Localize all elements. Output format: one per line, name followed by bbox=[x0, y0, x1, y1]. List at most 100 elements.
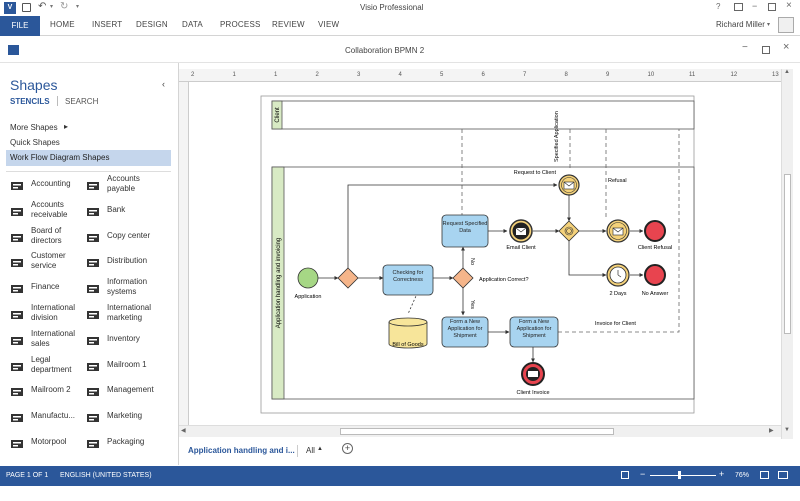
tab-design[interactable]: DESIGN bbox=[136, 20, 168, 29]
tab-home[interactable]: HOME bbox=[50, 20, 75, 29]
tab-process[interactable]: PROCESS bbox=[220, 20, 261, 29]
international-sales-icon[interactable] bbox=[10, 334, 26, 348]
tab-view[interactable]: VIEW bbox=[318, 20, 340, 29]
save-icon[interactable] bbox=[22, 3, 31, 12]
more-shapes-arrow-icon[interactable]: ▸ bbox=[64, 122, 69, 131]
add-page-icon[interactable]: + bbox=[342, 443, 353, 454]
stencil-item-label[interactable]: Packaging bbox=[107, 437, 145, 446]
undo-dropdown-icon[interactable]: ▾ bbox=[50, 4, 54, 10]
vertical-scrollbar[interactable]: ▲ ▼ bbox=[781, 69, 793, 439]
stencil-item-label[interactable]: International marketing bbox=[107, 303, 152, 322]
tab-search[interactable]: SEARCH bbox=[65, 97, 99, 106]
stencil-item-label[interactable]: Accounts payable bbox=[107, 174, 140, 193]
zoom-out-icon[interactable]: − bbox=[640, 469, 646, 479]
management-icon[interactable] bbox=[86, 385, 102, 399]
doc-restore-icon[interactable] bbox=[762, 46, 770, 54]
board-of-directors-icon[interactable] bbox=[10, 231, 26, 245]
selected-stencil[interactable]: Work Flow Diagram Shapes bbox=[6, 150, 171, 166]
scroll-right-icon[interactable]: ▶ bbox=[769, 428, 774, 434]
stencil-item-label[interactable]: Information systems bbox=[107, 277, 148, 297]
scroll-left-icon[interactable]: ◀ bbox=[181, 428, 186, 434]
zoom-in-icon[interactable]: + bbox=[719, 469, 725, 479]
user-dropdown-icon[interactable]: ▾ bbox=[767, 22, 771, 28]
inventory-icon[interactable] bbox=[86, 334, 102, 348]
manufacturing-icon[interactable] bbox=[10, 411, 26, 425]
stencil-item-label[interactable]: Bank bbox=[107, 204, 126, 214]
accounting-icon[interactable] bbox=[10, 179, 26, 193]
customer-service-icon[interactable] bbox=[10, 256, 26, 270]
more-shapes-link[interactable]: More Shapes bbox=[10, 123, 58, 132]
stencil-item-label[interactable]: Inventory bbox=[107, 333, 140, 343]
fit-page-icon[interactable] bbox=[621, 471, 629, 479]
horizontal-scroll-thumb[interactable] bbox=[340, 428, 614, 435]
stencil-item-label[interactable]: Distribution bbox=[107, 256, 148, 266]
horizontal-scrollbar[interactable]: ◀ ▶ bbox=[179, 425, 781, 437]
accounts-payable-icon[interactable] bbox=[86, 179, 102, 193]
close-icon[interactable]: × bbox=[786, 0, 792, 11]
tab-review[interactable]: REVIEW bbox=[272, 20, 305, 29]
stencil-item-label[interactable]: Legal department bbox=[31, 354, 72, 374]
all-pages-tab[interactable]: All bbox=[306, 446, 315, 455]
collapse-panel-icon[interactable]: ‹ bbox=[162, 79, 165, 89]
stencil-item-label[interactable]: Accounting bbox=[31, 179, 71, 188]
stencil-item-label[interactable]: International division bbox=[31, 303, 76, 322]
zoom-slider-track[interactable] bbox=[650, 475, 716, 476]
tab-stencils[interactable]: STENCILS bbox=[10, 97, 50, 106]
scroll-up-icon[interactable]: ▲ bbox=[784, 69, 790, 75]
tab-file[interactable]: FILE bbox=[0, 16, 40, 36]
undo-icon[interactable]: ↶ bbox=[38, 1, 47, 12]
stencil-item-label[interactable]: Mailroom 1 bbox=[107, 359, 147, 369]
stencil-item-label[interactable]: Customer service bbox=[31, 251, 66, 271]
distribution-icon[interactable] bbox=[86, 256, 102, 270]
switch-windows-icon[interactable] bbox=[778, 471, 788, 479]
international-marketing-icon[interactable] bbox=[86, 308, 102, 322]
marketing-icon[interactable] bbox=[86, 411, 102, 425]
scroll-down-icon[interactable]: ▼ bbox=[784, 427, 790, 433]
copy-center-icon[interactable] bbox=[86, 231, 102, 245]
task-form-new-application-1 bbox=[441, 316, 489, 348]
page-tab-application[interactable]: Application handling and i... bbox=[188, 446, 295, 455]
zoom-level[interactable]: 76% bbox=[735, 472, 750, 479]
stencil-item-label[interactable]: Manufactu... bbox=[31, 411, 76, 421]
information-systems-icon[interactable] bbox=[86, 282, 102, 296]
finance-icon[interactable] bbox=[10, 282, 26, 296]
stencil-item-label[interactable]: Mailroom 2 bbox=[31, 385, 71, 395]
doc-close-icon[interactable]: × bbox=[783, 41, 790, 53]
mailroom-1-icon[interactable] bbox=[86, 360, 102, 374]
legal-department-icon[interactable] bbox=[10, 360, 26, 374]
stencil-item-label[interactable]: International sales bbox=[31, 328, 76, 348]
stencil-item-label[interactable]: Marketing bbox=[107, 411, 143, 421]
mailroom-2-icon[interactable] bbox=[10, 385, 26, 399]
quick-shapes-link[interactable]: Quick Shapes bbox=[10, 138, 60, 147]
status-language[interactable]: ENGLISH (UNITED STATES) bbox=[60, 472, 152, 479]
drawing-canvas[interactable]: Client Application handling and invoicin… bbox=[190, 82, 780, 425]
stencil-item-label[interactable]: Motorpool bbox=[31, 437, 67, 446]
status-page[interactable]: PAGE 1 OF 1 bbox=[6, 472, 49, 479]
zoom-slider-thumb[interactable] bbox=[678, 471, 681, 479]
user-name[interactable]: Richard Miller bbox=[716, 20, 765, 29]
doc-minimize-icon[interactable]: − bbox=[742, 42, 748, 53]
stencil-item-label[interactable]: Accounts receivable bbox=[31, 199, 68, 219]
vertical-scroll-thumb[interactable] bbox=[784, 174, 791, 334]
bank-icon[interactable] bbox=[86, 205, 102, 219]
stencil-item-label[interactable]: Copy center bbox=[107, 230, 151, 240]
help-icon[interactable]: ? bbox=[716, 2, 721, 11]
avatar[interactable] bbox=[778, 17, 794, 33]
stencil-item-label[interactable]: Management bbox=[107, 385, 154, 395]
ribbon-display-icon[interactable] bbox=[734, 3, 743, 11]
tab-insert[interactable]: INSERT bbox=[92, 20, 123, 29]
motorpool-icon[interactable] bbox=[10, 437, 26, 451]
tab-data[interactable]: DATA bbox=[182, 20, 203, 29]
packaging-icon[interactable] bbox=[86, 437, 102, 451]
restore-icon[interactable] bbox=[768, 3, 776, 11]
qat-customize-icon[interactable]: ▾ bbox=[76, 4, 80, 10]
bpmn-diagram[interactable]: Client Application handling and invoicin… bbox=[190, 82, 780, 425]
redo-icon[interactable]: ↻ bbox=[60, 1, 69, 12]
stencil-item-label[interactable]: Finance bbox=[31, 282, 60, 292]
fit-window-icon[interactable] bbox=[760, 471, 769, 479]
all-pages-arrow-icon[interactable]: ▲ bbox=[317, 446, 323, 452]
international-division-icon[interactable] bbox=[10, 308, 26, 322]
accounts-receivable-icon[interactable] bbox=[10, 205, 26, 219]
stencil-item-label[interactable]: Board of directors bbox=[31, 225, 62, 245]
minimize-icon[interactable]: − bbox=[752, 1, 758, 11]
